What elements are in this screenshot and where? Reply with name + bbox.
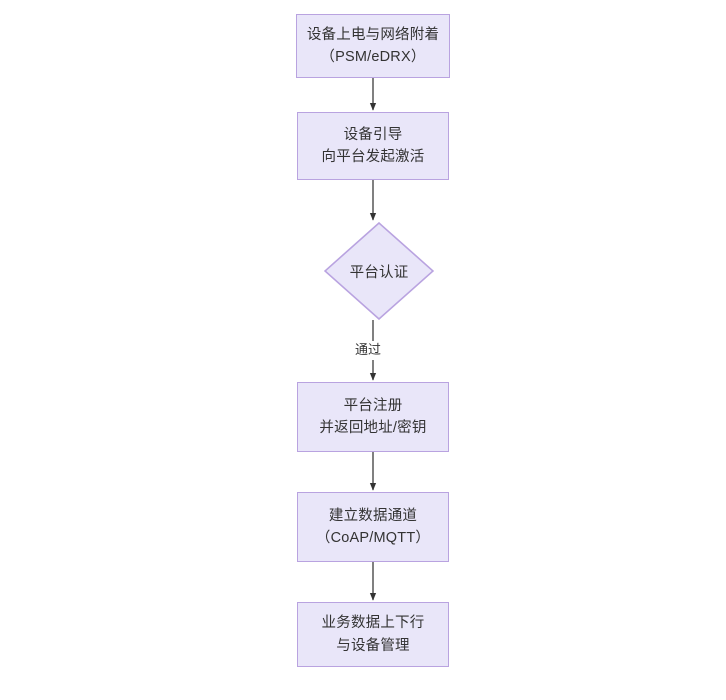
node-label-line: 业务数据上下行 xyxy=(321,615,425,632)
node-label-line: 向平台发起激活 xyxy=(321,149,425,165)
edge-label-pass: 通过 xyxy=(352,341,385,360)
diamond-shape-icon xyxy=(324,222,434,320)
node-label-line: 设备上电与网络附着 xyxy=(306,26,440,43)
edge-label-text: 通过 xyxy=(355,342,382,357)
node-establish-data-channel[interactable]: 建立数据通道 （CoAP/MQTT） xyxy=(297,492,449,562)
node-label-line: 建立数据通道 xyxy=(328,507,418,524)
node-device-bootstrap[interactable]: 设备引导 向平台发起激活 xyxy=(297,112,449,180)
node-label-line: （CoAP/MQTT） xyxy=(315,530,431,546)
node-label-line: 并返回地址/密钥 xyxy=(319,420,427,436)
node-label-line: 平台认证 xyxy=(349,264,409,281)
node-label-line: （PSM/eDRX） xyxy=(320,49,426,65)
node-device-power-on[interactable]: 设备上电与网络附着 （PSM/eDRX） xyxy=(296,14,450,78)
node-platform-authentication[interactable]: 平台认证 xyxy=(324,222,434,320)
node-platform-registration[interactable]: 平台注册 并返回地址/密钥 xyxy=(297,382,449,452)
node-label-line: 平台注册 xyxy=(343,397,403,414)
node-business-data-and-device-management[interactable]: 业务数据上下行 与设备管理 xyxy=(297,602,449,667)
node-label-line: 设备引导 xyxy=(343,126,403,143)
node-label-line: 与设备管理 xyxy=(336,637,410,654)
